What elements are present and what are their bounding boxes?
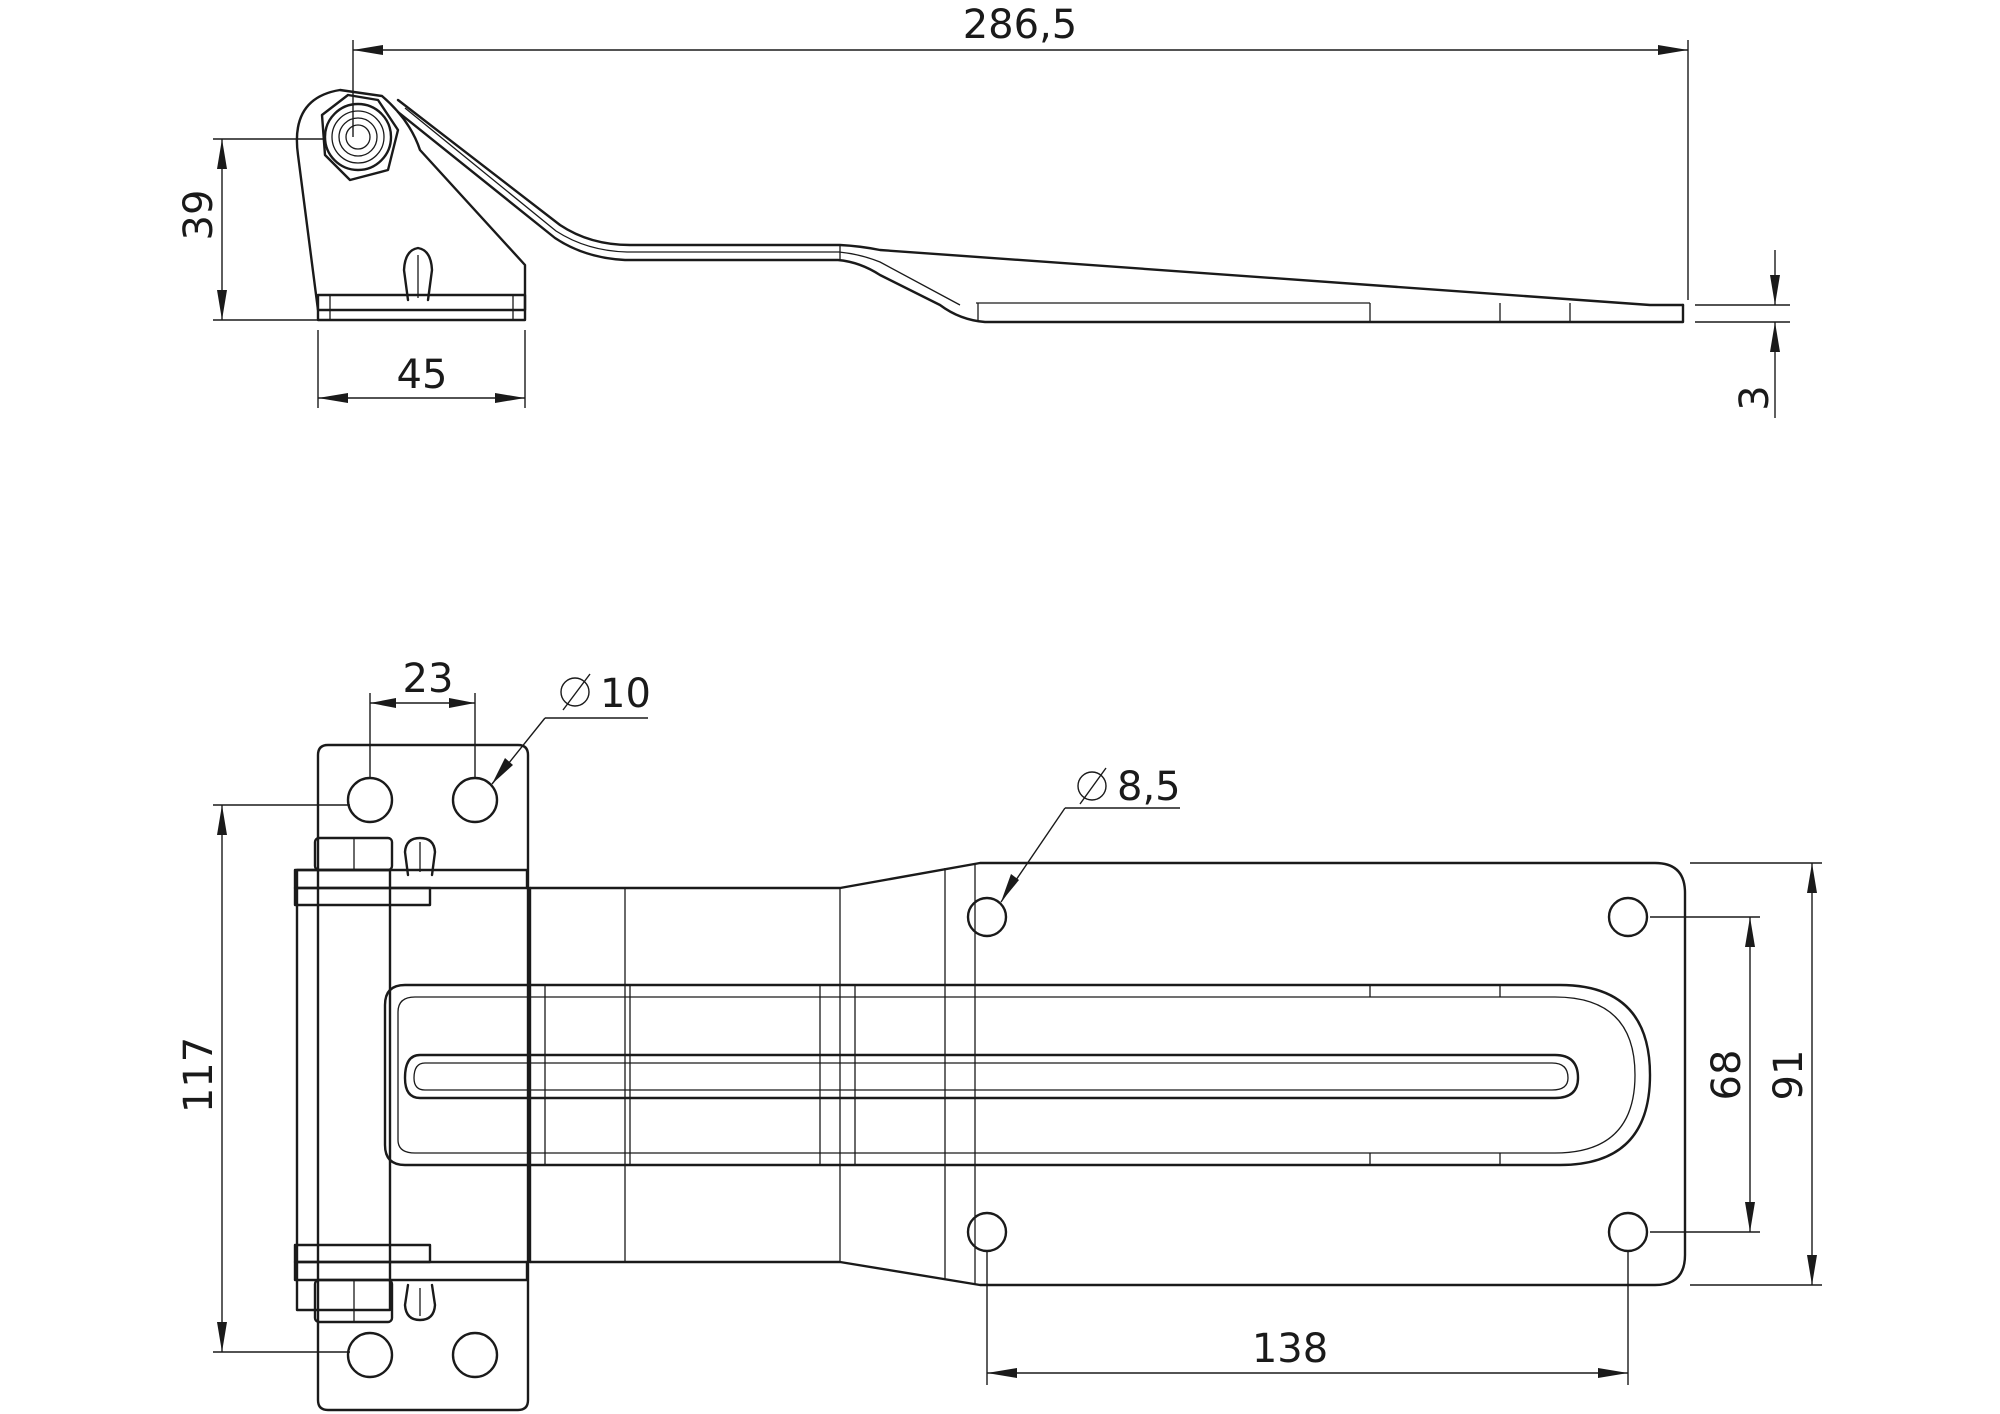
label-base-width: 45 <box>397 352 448 398</box>
base-plate <box>316 293 527 322</box>
strap-arm-bottom <box>396 110 1685 324</box>
dim-overall-length: 286,5 <box>352 2 1689 300</box>
dim-base-width: 45 <box>317 330 526 408</box>
label-strap-hole-vertical: 68 <box>1704 1050 1750 1101</box>
label-overall-length: 286,5 <box>963 2 1078 48</box>
strap-hole <box>966 896 1008 938</box>
label-leaf-hole-diameter: 10 <box>600 671 651 717</box>
label-thickness: 3 <box>1732 385 1778 410</box>
top-view: 23 10 8,5 <box>176 656 1822 1412</box>
knuckle-ring <box>293 886 432 907</box>
leaf-hole <box>451 1331 499 1379</box>
knuckle-ring <box>293 1243 432 1264</box>
dim-strap-hole-diameter: 8,5 <box>1000 764 1181 903</box>
dim-leaf-hole-diameter: 10 <box>491 671 651 785</box>
leaf-hole <box>346 1331 394 1379</box>
bracket-body <box>295 88 527 312</box>
strap-arm-top <box>396 98 1685 307</box>
dim-overall-height: 117 <box>176 804 350 1353</box>
dim-leaf-hole-spacing: 23 <box>369 656 476 778</box>
strap-rib-groove <box>403 1053 1580 1100</box>
label-strap-hole-diameter: 8,5 <box>1117 764 1181 810</box>
leaf-hole <box>346 776 394 824</box>
strap-rib-outer <box>383 983 1652 1167</box>
knuckle-ring <box>293 1260 529 1282</box>
pivot-nut <box>320 93 400 182</box>
label-strap-width: 91 <box>1766 1050 1812 1101</box>
strap-outline <box>528 861 1687 1287</box>
leaf-slot <box>403 836 437 877</box>
diameter-symbol <box>560 673 591 711</box>
label-strap-hole-horizontal: 138 <box>1252 1326 1328 1372</box>
mounting-leaf <box>316 743 530 1412</box>
strap-hole <box>1607 1211 1649 1253</box>
strap-hole <box>966 1211 1008 1253</box>
leaf-slot <box>403 1283 437 1322</box>
leaf-hole <box>451 776 499 824</box>
diameter-symbol <box>1077 767 1107 805</box>
strap-hole <box>1607 896 1649 938</box>
label-pivot-height: 39 <box>176 190 222 241</box>
knuckle-ring <box>293 868 529 890</box>
side-view: 286,5 39 45 3 <box>176 2 1790 418</box>
dim-strap-hole-horizontal: 138 <box>986 1252 1629 1385</box>
dim-thickness: 3 <box>1695 250 1790 418</box>
dim-pivot-height: 39 <box>176 138 325 321</box>
label-overall-height: 117 <box>176 1037 222 1113</box>
dim-strap-hole-vertical: 68 <box>1650 916 1760 1233</box>
dim-strap-width: 91 <box>1690 862 1822 1286</box>
base-slot <box>402 246 434 302</box>
label-leaf-hole-spacing: 23 <box>403 656 454 702</box>
